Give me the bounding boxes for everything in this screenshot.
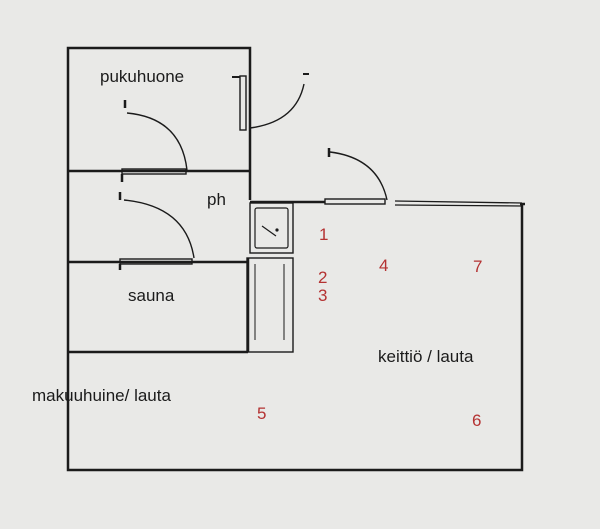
marker-2: 2 xyxy=(318,268,327,287)
wall-left-block xyxy=(66,46,524,472)
kitchen-counter xyxy=(246,257,294,353)
kitchen-window xyxy=(394,200,523,207)
room-label-washroom: ph xyxy=(207,190,226,209)
marker-1: 1 xyxy=(319,225,328,244)
marker-6: 6 xyxy=(472,411,481,430)
marker-5: 5 xyxy=(257,404,266,423)
marker-7: 7 xyxy=(473,257,482,276)
sink-icon xyxy=(249,202,294,254)
marker-3: 3 xyxy=(318,286,327,305)
room-label-bedroom: makuuhuine/ lauta xyxy=(32,386,171,405)
marker-4: 4 xyxy=(379,256,388,275)
dressing-room-door xyxy=(232,73,309,131)
sauna-door xyxy=(118,192,195,270)
room-label-sauna: sauna xyxy=(128,286,175,305)
washroom-door xyxy=(120,100,188,182)
room-label-kitchen: keittiö / lauta xyxy=(378,347,474,366)
room-label-dressing: pukuhuone xyxy=(100,67,184,86)
entrance-door xyxy=(324,148,388,205)
walls xyxy=(66,46,525,472)
